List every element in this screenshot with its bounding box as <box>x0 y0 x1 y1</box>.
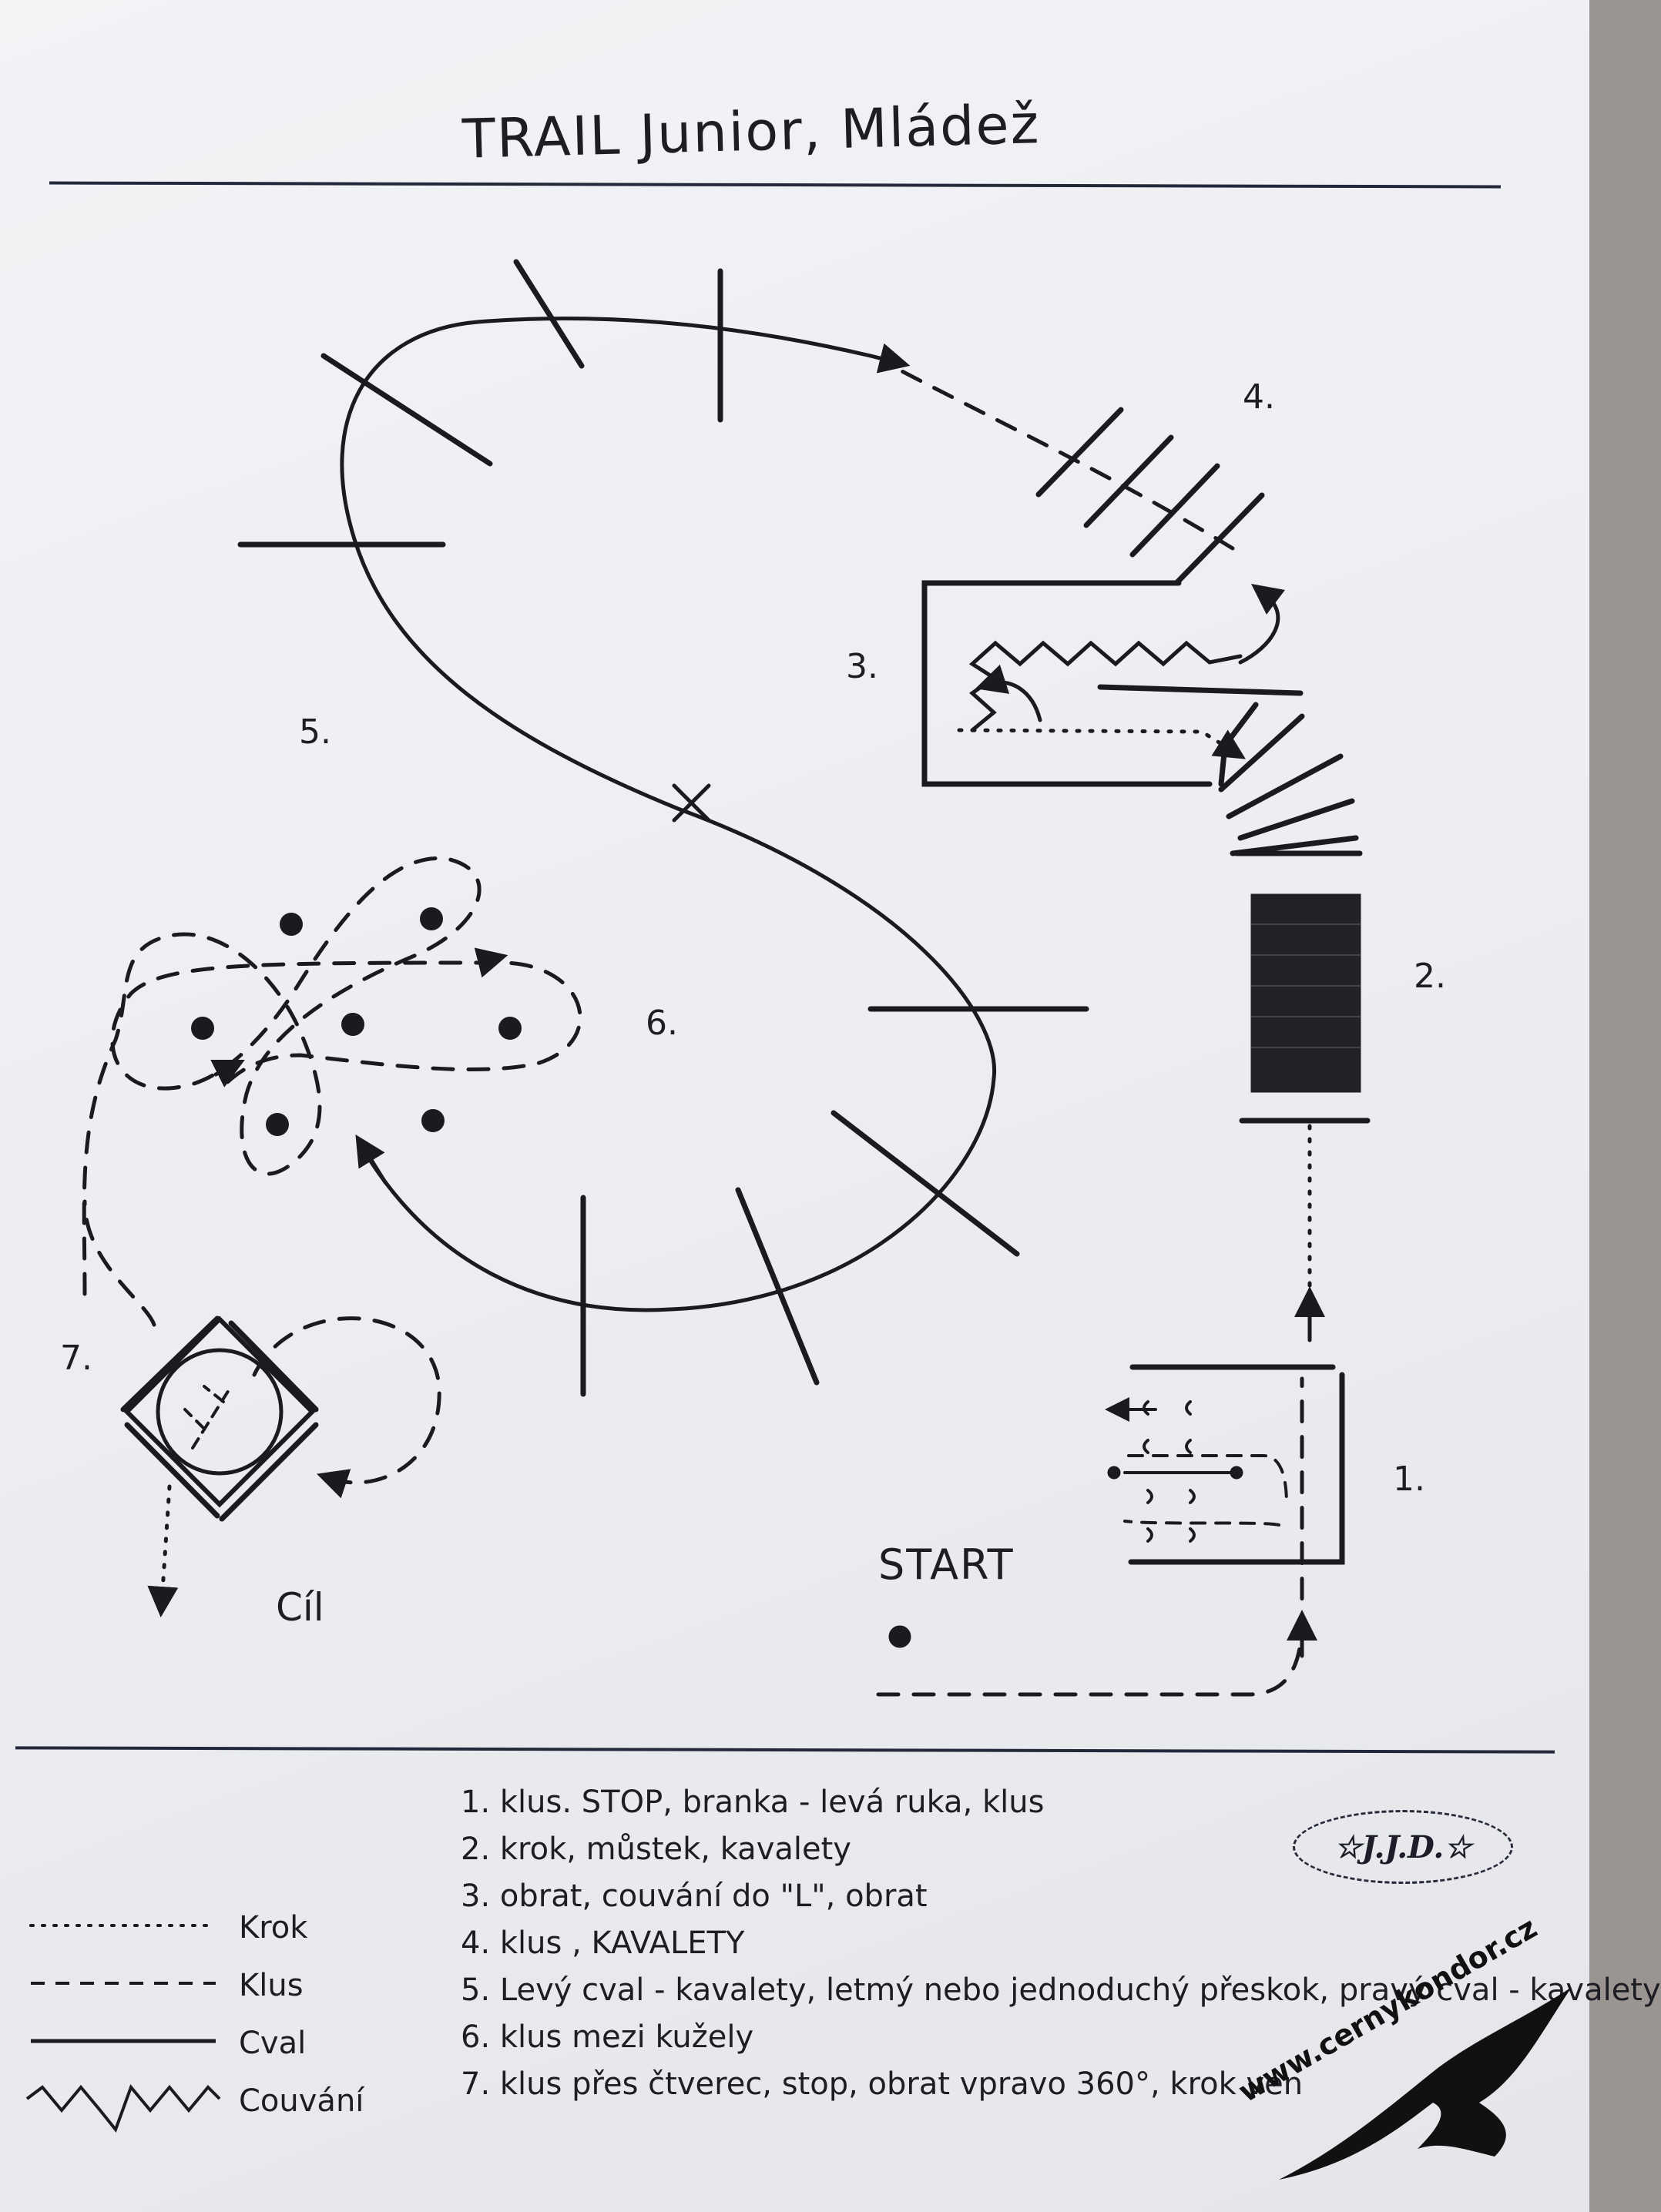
station-label-6: 6. <box>646 1004 678 1043</box>
legend-canter: Cval <box>23 2018 424 2076</box>
trot-arrow-6a <box>474 947 508 978</box>
start-marker <box>888 1625 911 1648</box>
finish-label: Cíl <box>276 1585 324 1630</box>
instruction-6: 6. klus mezi kužely <box>461 2019 754 2055</box>
start-label: START <box>878 1540 1015 1589</box>
legend-walk-label: Krok <box>239 1910 308 1946</box>
station-label-5: 5. <box>299 712 331 752</box>
station-4-cavaletti <box>1035 407 1265 585</box>
gate-stop-dot-right <box>1230 1466 1243 1480</box>
trot-path-station-1 <box>876 1376 1304 1697</box>
station-3-l-shape <box>921 580 1304 787</box>
gate-hoof-marks <box>1143 1400 1196 1543</box>
station-label-7: 7. <box>60 1339 92 1378</box>
legend-trot-line <box>31 1982 216 1985</box>
condor-logo-icon <box>1279 1987 1572 2180</box>
instruction-1: 1. klus. STOP, branka - levá ruka, klus <box>461 1785 1045 1820</box>
legend-backup-zigzag <box>25 2084 221 2133</box>
legend-trot-label: Klus <box>239 1968 304 2003</box>
walk-path-exit <box>147 1484 179 1617</box>
station-7-loop <box>82 1199 441 1483</box>
station-2-cavaletti <box>1218 713 1371 1124</box>
instruction-4: 4. klus , KAVALETY <box>461 1925 745 1961</box>
instruction-2: 2. krok, můstek, kavalety <box>461 1832 851 1867</box>
legend-backup-label: Couvání <box>239 2083 364 2119</box>
station-7-inner-path <box>183 1385 233 1450</box>
instructions-list: 1. klus. STOP, branka - levá ruka, klus … <box>461 1779 1661 2108</box>
gate-inner-path <box>1123 1454 1288 1527</box>
station-1-gate <box>1128 1364 1345 1565</box>
legend-canter-line <box>31 2039 216 2043</box>
trot-path-station-6 <box>82 856 582 1296</box>
legend-walk-line <box>29 1924 217 1927</box>
station-label-3: 3. <box>846 647 878 686</box>
course-diagram <box>82 259 1371 1697</box>
station-label-2: 2. <box>1414 957 1446 996</box>
canter-arrow-start <box>868 343 911 374</box>
legend-trot: Klus <box>23 1960 424 2018</box>
instruction-7: 7. klus přes čtverec, stop, obrat vpravo… <box>461 2066 1304 2102</box>
trot-arrow-6b <box>210 1060 245 1088</box>
legend-backup: Couvání <box>23 2076 424 2133</box>
station-7-square <box>120 1315 319 1522</box>
turn-arrow-left <box>975 664 1042 722</box>
instruction-3: 3. obrat, couvání do "L", obrat <box>461 1879 928 1914</box>
canter-cavaletti <box>237 259 1089 1397</box>
instruction-5: 5. Levý cval - kavalety, letmý nebo jedn… <box>461 1972 1661 2008</box>
trot-path-station-4 <box>882 360 1235 551</box>
station-7-circle <box>156 1348 284 1476</box>
flying-change-x-mark <box>672 783 711 823</box>
station-6-cones <box>191 907 522 1136</box>
station-label-1: 1. <box>1393 1460 1425 1499</box>
legend-walk: Krok <box>23 1902 424 1960</box>
turn-arrow-top <box>1238 583 1286 665</box>
canter-arrow-end <box>355 1134 388 1185</box>
legend: Krok Klus Cval Couvání <box>23 1902 424 2133</box>
bridge-planks <box>1251 923 1361 1048</box>
station-label-4: 4. <box>1243 377 1275 417</box>
walk-path-station-3 <box>957 728 1246 759</box>
bridge <box>1250 893 1361 1093</box>
legend-canter-label: Cval <box>239 2026 307 2061</box>
gate-stop-dot <box>1107 1466 1121 1480</box>
jjd-badge: ☆J.J.D.☆ <box>1293 1810 1513 1884</box>
